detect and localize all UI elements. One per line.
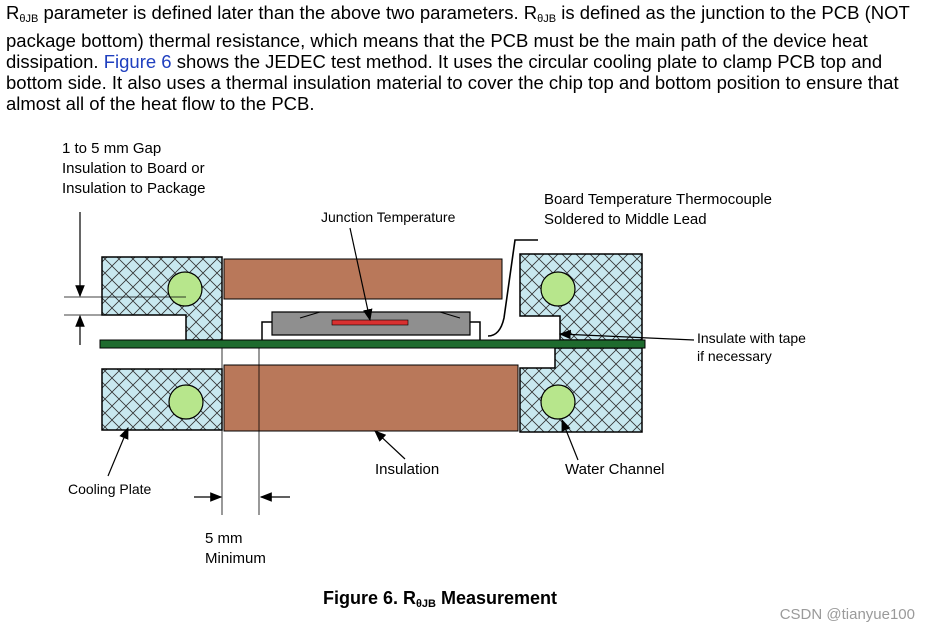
left-bottom-cooling-plate bbox=[101, 368, 223, 431]
figure-6-link[interactable]: Figure 6 bbox=[103, 51, 172, 72]
junction-pointer bbox=[349, 227, 373, 322]
thermocouple-label-2: Soldered to Middle Lead bbox=[544, 211, 707, 228]
water-channel bbox=[167, 271, 203, 307]
top-insulation bbox=[223, 258, 503, 300]
right-top-cooling-plate bbox=[519, 253, 643, 341]
junction-temperature-label: Junction Temperature bbox=[321, 209, 456, 225]
left-top-cooling-plate bbox=[101, 256, 223, 341]
right-lead bbox=[470, 321, 481, 340]
paragraph-text-1: parameter is defined later than the abov… bbox=[38, 2, 524, 23]
r-subscript: θJB bbox=[537, 13, 557, 25]
water-channel bbox=[168, 384, 204, 420]
caption-subscript: θJB bbox=[415, 598, 436, 610]
water-channel-label: Water Channel bbox=[565, 461, 665, 478]
water-channel-pointer bbox=[561, 418, 579, 461]
tape-label-2: if necessary bbox=[697, 348, 772, 364]
figure-caption: Figure 6. RθJB Measurement bbox=[0, 588, 880, 610]
tape-label-1: Insulate with tape bbox=[697, 330, 806, 346]
package-die-step bbox=[299, 311, 461, 319]
cooling-plate-label: Cooling Plate bbox=[68, 481, 152, 497]
min-label-2: Minimum bbox=[205, 550, 266, 567]
left-lead bbox=[261, 321, 272, 340]
watermark: CSDN @tianyue100 bbox=[779, 606, 915, 623]
insulation-pointer bbox=[374, 430, 406, 460]
bottom-insulation bbox=[223, 364, 519, 432]
caption-suffix: Measurement bbox=[435, 588, 558, 608]
paragraph-text-3: shows the JEDEC test method. It uses the… bbox=[6, 51, 899, 114]
r-subscript: θJB bbox=[19, 13, 39, 25]
thermocouple-wire bbox=[487, 239, 538, 337]
thermocouple-label-1: Board Temperature Thermocouple bbox=[544, 191, 772, 208]
water-channel bbox=[540, 384, 576, 420]
pcb bbox=[99, 339, 646, 349]
gap-label-1: 1 to 5 mm Gap bbox=[62, 140, 162, 157]
insulation-label: Insulation bbox=[375, 461, 440, 478]
tape-pointer bbox=[558, 329, 695, 341]
water-channel bbox=[540, 271, 576, 307]
caption-text: Figure 6. R bbox=[322, 588, 416, 608]
body-paragraph: RθJB parameter is defined later than the… bbox=[6, 2, 926, 114]
die bbox=[331, 319, 409, 326]
paragraph-text-2: is defined as the junction to the PCB (N… bbox=[6, 2, 910, 72]
min-label-1: 5 mm bbox=[205, 530, 243, 547]
right-bottom-cooling-plate bbox=[519, 347, 643, 433]
gap-label-2: Insulation to Board or bbox=[62, 160, 205, 177]
gap-label-3: Insulation to Package bbox=[62, 180, 206, 197]
r-symbol: R bbox=[6, 2, 20, 23]
cooling-plate-pointer bbox=[107, 426, 129, 477]
r-symbol: R bbox=[523, 2, 538, 23]
